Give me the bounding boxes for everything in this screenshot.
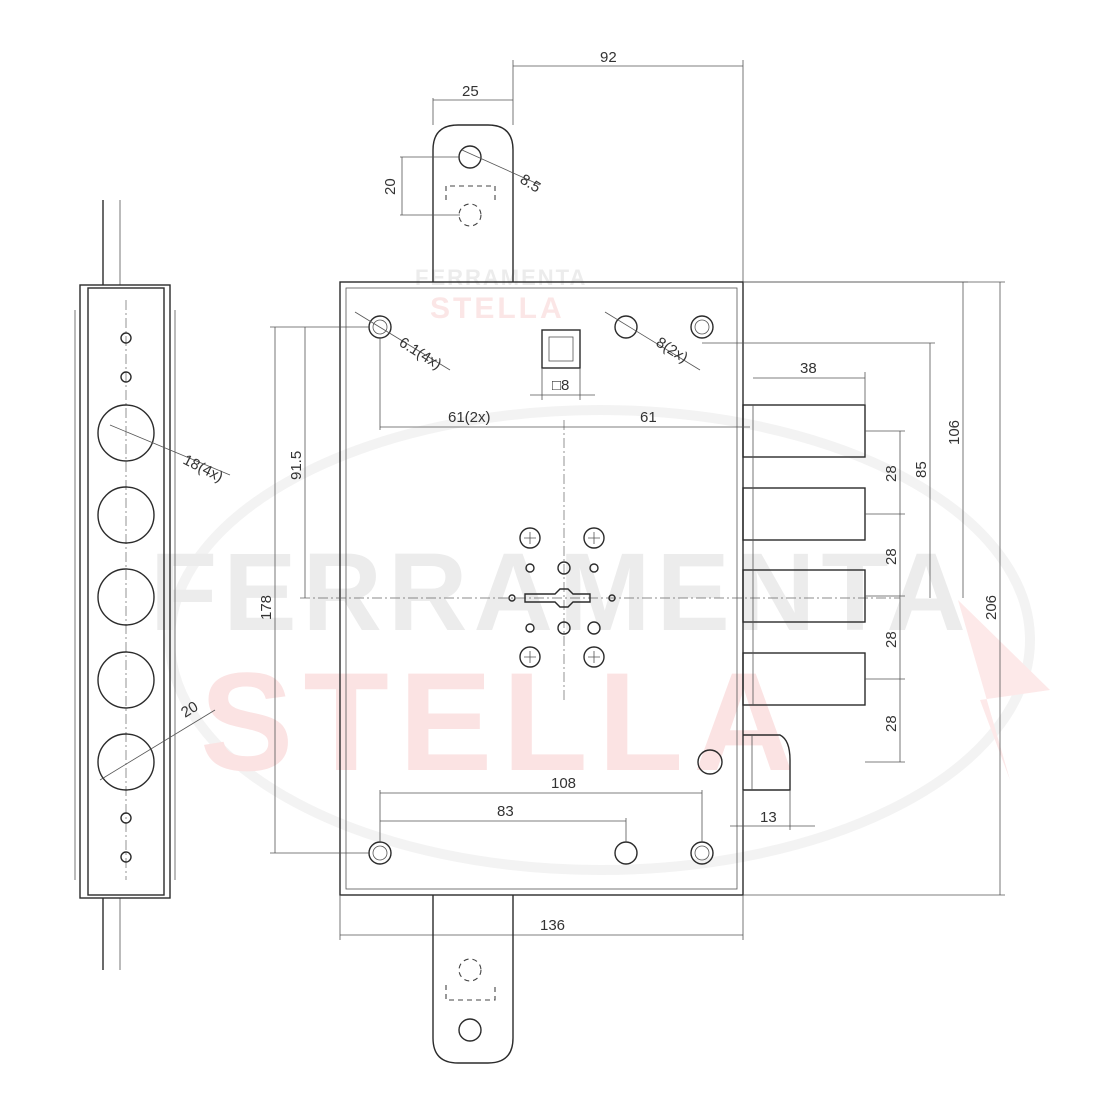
dim-strike-width: 25: [462, 83, 479, 100]
dim-pitch-right: 61: [640, 409, 657, 426]
dim-case-top-bolt: 106: [946, 420, 963, 445]
dim-bolt-pitch-3: 28: [883, 631, 900, 648]
dim-bolt-pitch-4: 28: [883, 715, 900, 732]
dim-bottom-narrow: 83: [497, 803, 514, 820]
watermark-small-ferramenta: FERRAMENTA: [415, 265, 587, 290]
dim-spindle: □8: [552, 377, 569, 394]
dim-fixing-vertical: 178: [258, 595, 275, 620]
dim-92-group: 92: [512, 49, 744, 282]
dim-bolt-pitch-1: 28: [883, 465, 900, 482]
dim-case-height: 206: [983, 595, 1000, 620]
lower-strike-plate: [432, 895, 514, 1064]
dim-fixing-top: 6.1(4x): [396, 334, 445, 373]
dim-backset: 91.5: [288, 451, 305, 480]
watermark-ferramenta: FERRAMENTA: [150, 531, 972, 654]
dim-bolt-projection: 38: [800, 360, 817, 377]
dim-case-width: 136: [540, 917, 565, 934]
dim-strike-hole: 8.5: [517, 171, 544, 196]
watermark-small-stella: STELLA: [430, 292, 565, 325]
watermark-stella: STELLA: [200, 643, 804, 800]
dim-strike-pitch: 20: [382, 178, 399, 195]
dim-bolt-center: 85: [913, 461, 930, 478]
dim-overall-top: 92: [600, 49, 617, 66]
dim-pitch-left: 61(2x): [448, 409, 491, 426]
leader-6-1: [354, 311, 451, 371]
dim-bottom-wide: 108: [551, 775, 576, 792]
dim-faceplate-holes: 18(4x): [180, 451, 226, 485]
upper-strike-plate: 25 20 8.5: [382, 83, 544, 282]
dim-faceplate-offset: 20: [178, 698, 201, 721]
watermark: FERRAMENTA STELLA FERRAMENTA STELLA: [150, 265, 1050, 875]
dim-latch: 13: [760, 809, 777, 826]
leader-8: [604, 311, 701, 371]
dim-fixing-extra: 8(2x): [653, 334, 691, 367]
dim-bolt-pitch-2: 28: [883, 548, 900, 565]
